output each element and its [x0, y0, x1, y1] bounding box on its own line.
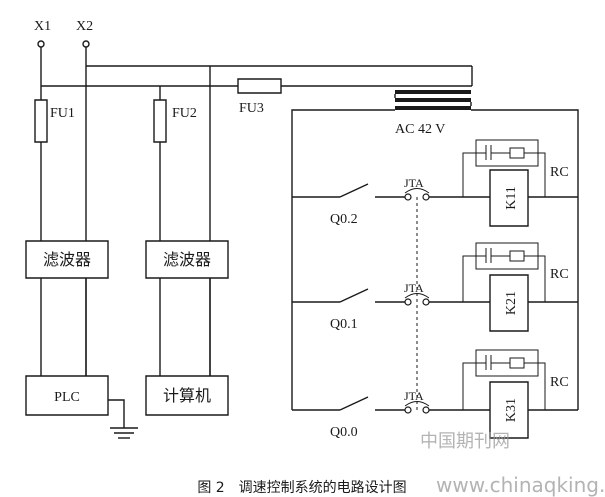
contact-jta-1-label: JTA — [404, 176, 424, 190]
branch-q00: Q0.0 JTA RC K31 — [292, 350, 578, 440]
plc-box: PLC — [26, 376, 108, 415]
terminal-x1-label: X1 — [34, 19, 51, 34]
fuse-fu3: FU3 — [238, 79, 281, 116]
branch-q02: Q0.2 JTA RC K11 — [292, 140, 578, 227]
relay-k31-label: K31 — [504, 398, 519, 422]
terminal-x2-label: X2 — [76, 19, 93, 34]
filter-right: 滤波器 — [146, 241, 228, 278]
device-wiring — [41, 278, 210, 376]
transformer-icon — [395, 66, 472, 110]
terminal-x1: X1 — [34, 19, 51, 47]
plc-label: PLC — [54, 390, 80, 405]
fuse-fu3-label: FU3 — [239, 101, 264, 116]
figure-caption: 图 2 调速控制系统的电路设计图 — [197, 480, 406, 496]
snubber-rc-3-label: RC — [550, 375, 569, 390]
branch-q01: Q0.1 JTA RC K21 — [292, 243, 578, 332]
fuse-fu1: FU1 — [35, 100, 75, 142]
output-q00-label: Q0.0 — [330, 425, 358, 440]
fuse-fu1-label: FU1 — [50, 106, 75, 121]
secondary-wiring — [292, 110, 578, 410]
watermark-url: www.chinaqking.com — [436, 473, 605, 497]
computer-label: 计算机 — [163, 386, 211, 405]
snubber-rc-2-label: RC — [550, 267, 569, 282]
supply-wiring — [41, 47, 472, 376]
relay-k21-label: K21 — [504, 291, 519, 315]
relay-k11-label: K11 — [504, 186, 519, 210]
fuse-fu2-label: FU2 — [172, 106, 197, 121]
fuse-fu2: FU2 — [154, 100, 197, 142]
terminal-x2: X2 — [76, 19, 93, 47]
computer-box: 计算机 — [146, 376, 228, 415]
filter-right-label: 滤波器 — [163, 250, 211, 269]
transformer-label: AC 42 V — [395, 122, 445, 137]
snubber-rc-1-label: RC — [550, 165, 569, 180]
ground-icon — [108, 400, 138, 438]
filter-left-label: 滤波器 — [43, 250, 91, 269]
output-q02-label: Q0.2 — [330, 212, 358, 227]
watermark-cn: 中国期刊网 — [420, 431, 510, 452]
contact-jta-3-label: JTA — [404, 389, 424, 403]
output-q01-label: Q0.1 — [330, 317, 358, 332]
filter-left: 滤波器 — [26, 241, 108, 278]
contact-jta-2-label: JTA — [404, 281, 424, 295]
